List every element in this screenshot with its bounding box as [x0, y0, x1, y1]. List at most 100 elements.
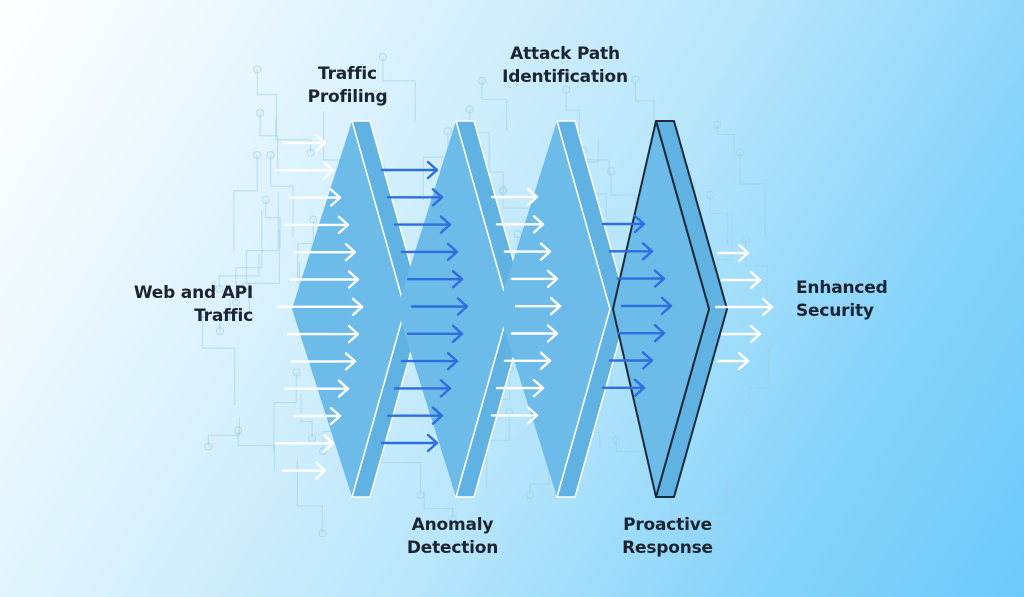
stage2-to-stage3-arrow	[495, 215, 545, 234]
stage-label-line-1: Traffic	[318, 64, 377, 84]
stage-label-anomaly-detection: Anomaly Detection	[385, 514, 520, 560]
circuit-node	[253, 65, 262, 74]
arrow-head	[431, 406, 444, 425]
circuit-trace	[237, 430, 276, 472]
output-arrow	[714, 297, 774, 317]
circuit-trace	[529, 466, 550, 495]
arrow-head	[337, 379, 350, 398]
circuit-trace	[382, 56, 416, 121]
arrow-head	[526, 187, 539, 207]
output-label-line-1: Enhanced	[796, 278, 888, 298]
arrow-head	[344, 242, 357, 262]
circuit-node	[525, 490, 535, 499]
circuit-node	[713, 120, 722, 129]
circuit-trace	[270, 155, 294, 238]
arrow-head	[322, 434, 335, 453]
layer-front	[498, 121, 610, 497]
stage2-to-stage3-arrow	[490, 187, 539, 207]
circuit-trace	[219, 300, 231, 332]
circuit-node	[513, 230, 522, 239]
circuit-node	[443, 127, 453, 136]
stage2-to-stage3-arrow	[495, 378, 545, 398]
circuit-trace	[218, 253, 260, 290]
stage2-to-stage3-arrow	[503, 351, 552, 370]
circuit-trace	[256, 69, 278, 137]
input-label-line-1: Web and API	[133, 283, 253, 303]
circuit-node	[261, 195, 270, 204]
circuit-node	[612, 436, 621, 445]
arrow-head	[633, 214, 646, 234]
arrow-head	[539, 351, 552, 370]
circuit-node	[215, 284, 224, 294]
circuit-trace	[486, 412, 510, 488]
circuit-trace	[259, 112, 279, 174]
stage1-to-stage2-arrow	[386, 188, 444, 207]
input-arrow	[274, 161, 335, 180]
arrow-head	[451, 324, 464, 343]
circuit-node	[741, 235, 750, 244]
arrow-head	[314, 461, 327, 480]
arrow-head	[329, 406, 342, 426]
arrow-head	[749, 324, 762, 344]
output-arrow	[720, 270, 762, 290]
stage-label-line-2: Response	[622, 538, 713, 558]
input-label: Web and API Traffic	[110, 282, 253, 328]
layer-front	[397, 121, 509, 497]
circuit-node	[684, 529, 693, 538]
stage-label-proactive-response: Proactive Response	[600, 514, 735, 560]
stage-label-line-2: Identification	[502, 67, 628, 87]
stage-label-line-2: Profiling	[307, 87, 388, 107]
arrow-head	[446, 351, 459, 371]
arrow-head	[641, 351, 654, 370]
output-arrow	[716, 243, 750, 263]
circuit-node	[231, 297, 240, 307]
input-arrow	[276, 297, 364, 316]
stage2-to-stage3-arrow	[510, 324, 559, 343]
layer-attack-path-identification	[498, 120, 629, 498]
circuit-node	[198, 309, 207, 319]
input-arrow	[274, 434, 335, 453]
stage-label-line-2: Detection	[406, 538, 499, 558]
circuit-trace	[207, 416, 240, 447]
circuit-node	[735, 148, 745, 157]
circuit-node	[233, 426, 243, 435]
stage-label-line-1: Proactive	[623, 515, 712, 535]
arrow-head	[451, 270, 464, 289]
circuit-trace	[297, 219, 314, 284]
arrow-head	[546, 324, 559, 343]
arrow-head	[526, 406, 539, 425]
arrow-head	[322, 161, 335, 180]
circuit-node	[606, 167, 616, 176]
circuit-trace	[481, 80, 508, 131]
circuit-node	[308, 434, 317, 443]
circuit-node	[448, 514, 457, 524]
circuit-node	[562, 85, 571, 94]
stage3-to-stage4-arrow	[608, 242, 654, 261]
stage3-to-stage4-arrow	[601, 378, 646, 397]
arrow-head	[641, 242, 654, 261]
stage1-to-stage2-arrow	[406, 270, 464, 289]
circuit-trace	[716, 124, 735, 151]
arrow-head	[347, 270, 360, 289]
arrow-head	[446, 242, 459, 262]
arrow-head	[532, 378, 545, 398]
stage2-to-stage3-arrow	[503, 242, 552, 261]
circuit-trace	[235, 210, 263, 303]
stage3-to-stage4-arrow	[616, 324, 666, 343]
input-arrow	[283, 215, 350, 235]
circuit-trace	[716, 213, 733, 288]
input-label-line-2: Traffic	[194, 306, 253, 326]
arrow-head	[344, 352, 357, 371]
arrow-head	[426, 433, 439, 453]
stage1-to-stage2-arrow	[380, 433, 439, 453]
arrow-head	[351, 297, 364, 316]
arrow-head	[660, 296, 673, 316]
stage3-to-stage4-arrow	[620, 296, 673, 316]
stage-label-line-1: Attack Path	[510, 44, 620, 64]
arrow-head	[532, 215, 545, 234]
input-arrow	[293, 406, 342, 426]
input-arrow	[283, 379, 350, 398]
input-arrow	[281, 133, 327, 153]
input-arrow	[288, 188, 342, 207]
